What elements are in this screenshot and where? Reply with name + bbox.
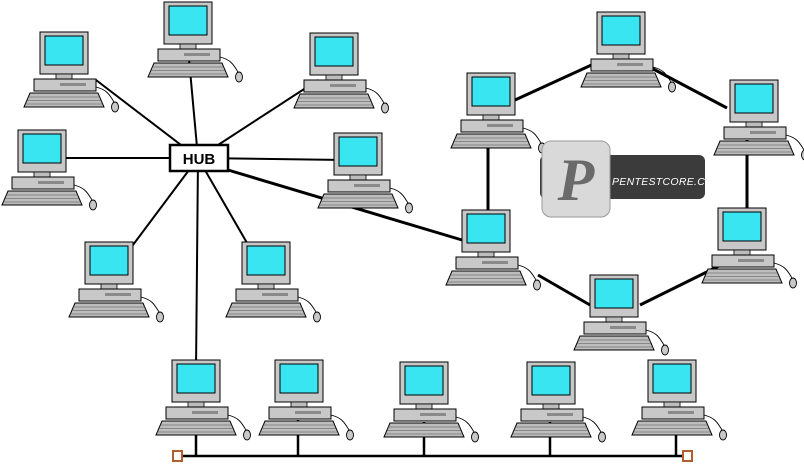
computer-icon [258,359,354,441]
computer-icon [573,274,669,356]
computer-icon [1,129,97,211]
bus-computers [155,359,727,443]
computer-icon [510,361,606,443]
bus-terminator-left [172,450,183,462]
logo-text: PENTESTCORE.COM [612,176,723,188]
computer-icon [68,241,164,323]
computer-icon [445,209,541,291]
computer-icon [225,241,321,323]
computer-icon [23,31,119,113]
computer-icon [631,359,727,441]
computer-icon [701,207,797,289]
computer-icon [383,361,479,443]
computer-icon [580,11,676,93]
computer-icon [450,72,546,154]
hub-label: HUB [183,151,216,168]
computer-icon [155,359,251,441]
logo-letter: P [557,147,596,213]
hub: HUB [168,143,230,173]
computer-icon [147,1,243,83]
pentestcore-logo: P PENTESTCORE.COM [540,140,723,218]
bus-terminator-right [682,450,693,462]
computer-icon [713,79,804,161]
computer-icon [293,32,389,114]
computer-icon [317,132,413,214]
